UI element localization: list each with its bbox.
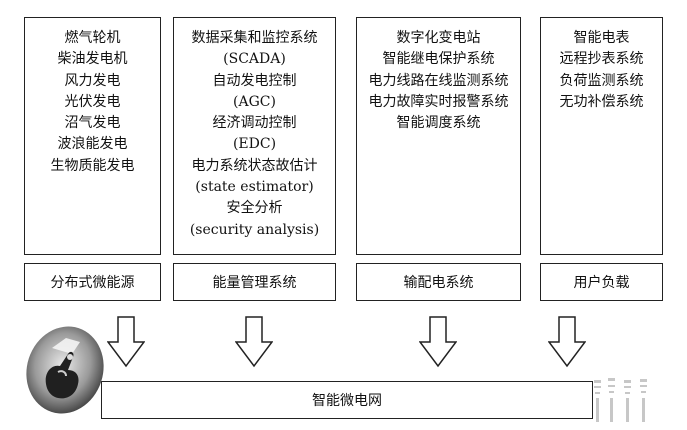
list-item: (EDC)	[232, 136, 277, 153]
list-item: 经济调动控制	[212, 115, 297, 132]
list-item: 沼气发电	[64, 115, 121, 132]
down-arrow-icon	[235, 316, 273, 368]
list-item: 智能继电保护系统	[382, 51, 495, 68]
list-item: 燃气轮机	[64, 30, 121, 46]
down-arrow-icon	[548, 316, 586, 368]
hand-touch-icon	[26, 326, 104, 414]
list-item: 负荷监测系统	[559, 72, 644, 89]
list-item: 安全分析	[226, 200, 283, 217]
list-item: 电力故障实时报警系统	[368, 93, 509, 110]
column-distributed-sources: 燃气轮机 柴油发电机 风力发电 光伏发电 沼气发电 波浪能发电 生物质能发电	[24, 17, 161, 255]
label-distributed-sources: 分布式微能源	[24, 263, 161, 301]
label-energy-management: 能量管理系统	[173, 263, 336, 301]
list-item: 远程抄表系统	[559, 51, 644, 68]
column-user-load: 智能电表 远程抄表系统 负荷监测系统 无功补偿系统	[540, 17, 663, 255]
list-item: 柴油发电机	[57, 51, 128, 68]
list-item: 波浪能发电	[57, 136, 128, 153]
label-transmission-distribution: 输配电系统	[356, 263, 521, 301]
list-item: 智能电表	[573, 30, 630, 46]
down-arrow-icon	[107, 316, 145, 368]
building-graphic-icon	[594, 378, 647, 422]
list-item: 数据采集和监控系统	[191, 30, 318, 46]
list-item: 风力发电	[64, 72, 121, 89]
list-item: 生物质能发电	[50, 157, 135, 174]
column-transmission-distribution: 数字化变电站 智能继电保护系统 电力线路在线监测系统 电力故障实时报警系统 智能…	[356, 17, 521, 255]
list-item: (AGC)	[233, 93, 276, 110]
label-user-load: 用户负载	[540, 263, 663, 301]
list-item: (security analysis)	[189, 221, 320, 238]
list-item: (SCADA)	[223, 51, 286, 68]
list-item: 智能调度系统	[396, 115, 481, 132]
list-item: 自动发电控制	[212, 72, 297, 89]
list-item: (state estimator)	[195, 179, 314, 196]
list-item: 无功补偿系统	[559, 93, 644, 110]
down-arrow-icon	[419, 316, 457, 368]
smart-microgrid-bar: 智能微电网	[101, 381, 593, 419]
list-item: 电力系统状态故估计	[191, 157, 318, 174]
list-item: 光伏发电	[64, 93, 121, 110]
list-item: 数字化变电站	[396, 30, 481, 46]
list-item: 电力线路在线监测系统	[368, 72, 509, 89]
column-energy-management: 数据采集和监控系统 (SCADA) 自动发电控制 (AGC) 经济调动控制 (E…	[173, 17, 336, 255]
